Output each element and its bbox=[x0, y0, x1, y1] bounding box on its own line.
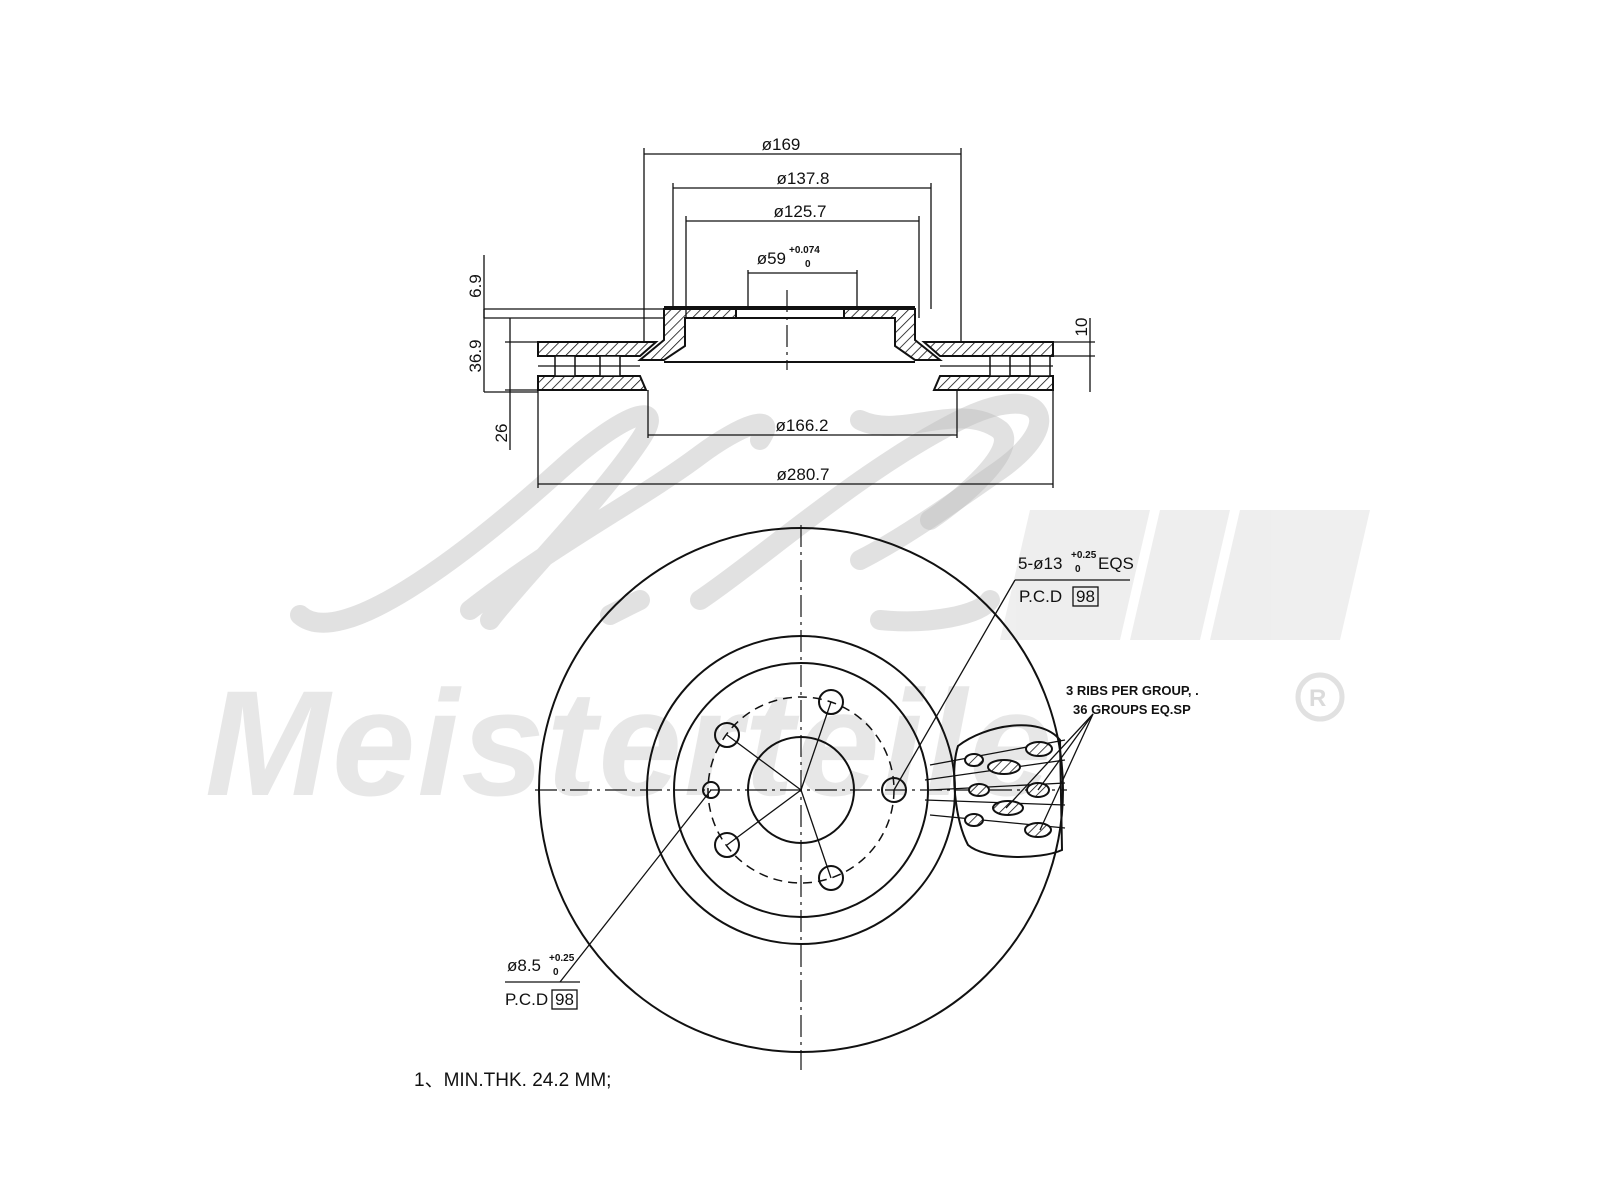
bolt-pcd-value: 98 bbox=[1076, 587, 1095, 606]
front-view: 5-ø13 +0.25 0 EQS P.C.D 98 ø8.5 +0.25 0 … bbox=[505, 525, 1199, 1070]
bolt-pcd-box bbox=[1072, 586, 1099, 607]
rib bbox=[964, 753, 984, 767]
small-hole-label: ø8.5 bbox=[507, 956, 541, 975]
locating-hole bbox=[702, 781, 720, 799]
rib bbox=[992, 800, 1024, 816]
watermark: Meisterteile R bbox=[205, 393, 1370, 827]
bolt-pcd-label: P.C.D bbox=[1019, 587, 1062, 606]
dim-125-7: ø125.7 bbox=[774, 202, 827, 221]
friction-ring-left-top bbox=[537, 341, 659, 357]
bolt-hole-tol-upper: +0.25 bbox=[1071, 550, 1097, 561]
registered-mark-letter: R bbox=[1309, 685, 1326, 712]
bolt-hole bbox=[881, 777, 907, 803]
watermark-monogram-stroke bbox=[290, 393, 1050, 633]
side-view: ø169 ø137.8 ø125.7 ø59 +0.074 0 ø166.2 ø… bbox=[466, 135, 1095, 488]
ribs-label-line1: 3 RIBS PER GROUP, . bbox=[1066, 683, 1199, 698]
watermark-brand: Meisterteile bbox=[205, 659, 1054, 827]
dim-59-tol-lower: 0 bbox=[805, 259, 811, 270]
bolt-leader bbox=[893, 579, 1016, 791]
dim-36-9: 36.9 bbox=[466, 339, 485, 372]
rib bbox=[968, 783, 990, 797]
rib bbox=[1025, 741, 1053, 757]
hat-flange-right bbox=[843, 308, 943, 361]
bolt-hole bbox=[818, 865, 844, 891]
ribs-label-line2: 36 GROUPS EQ.SP bbox=[1073, 702, 1191, 717]
small-pcd-box bbox=[551, 989, 578, 1010]
bolt-hole-suffix: EQS bbox=[1098, 554, 1134, 573]
min-thickness-note: 1、MIN.THK. 24.2 MM; bbox=[414, 1070, 611, 1091]
dim-26: 26 bbox=[492, 424, 511, 443]
bolt-holes bbox=[702, 689, 907, 891]
friction-ring-left-bottom bbox=[537, 375, 648, 391]
watermark-stripes bbox=[1000, 510, 1370, 640]
ribs-detail bbox=[924, 713, 1094, 858]
dim-10: 10 bbox=[1072, 318, 1091, 337]
small-pcd-value: 98 bbox=[555, 990, 574, 1009]
hat-top-plate bbox=[664, 306, 915, 310]
rib bbox=[1024, 822, 1052, 838]
small-hole-leader bbox=[559, 789, 712, 983]
small-hole-tol-lower: 0 bbox=[553, 967, 559, 978]
rib bbox=[987, 759, 1021, 775]
bolt-hole-tol-lower: 0 bbox=[1075, 564, 1081, 575]
bolt-hole bbox=[714, 722, 740, 748]
friction-ring-right-bottom bbox=[932, 375, 1054, 391]
dim-137-8: ø137.8 bbox=[777, 169, 830, 188]
dim-280-7: ø280.7 bbox=[777, 465, 830, 484]
registered-mark-icon bbox=[1295, 672, 1345, 722]
bolt-hole-label: 5-ø13 bbox=[1018, 554, 1062, 573]
watermark-monogram-swash bbox=[850, 408, 1014, 530]
dim-59-tol-upper: +0.074 bbox=[789, 245, 820, 256]
bolt-hole bbox=[818, 689, 844, 715]
small-hole-tol-upper: +0.25 bbox=[549, 953, 575, 964]
bolt-hole bbox=[714, 832, 740, 858]
small-pcd-label: P.C.D bbox=[505, 990, 548, 1009]
dim-6-9: 6.9 bbox=[466, 274, 485, 298]
dim-166-2: ø166.2 bbox=[776, 416, 829, 435]
rib bbox=[964, 813, 984, 827]
dim-169: ø169 bbox=[762, 135, 801, 154]
hat-flange-left bbox=[637, 308, 737, 361]
dim-59: ø59 bbox=[757, 249, 786, 268]
friction-ring-right-top bbox=[921, 341, 1054, 357]
